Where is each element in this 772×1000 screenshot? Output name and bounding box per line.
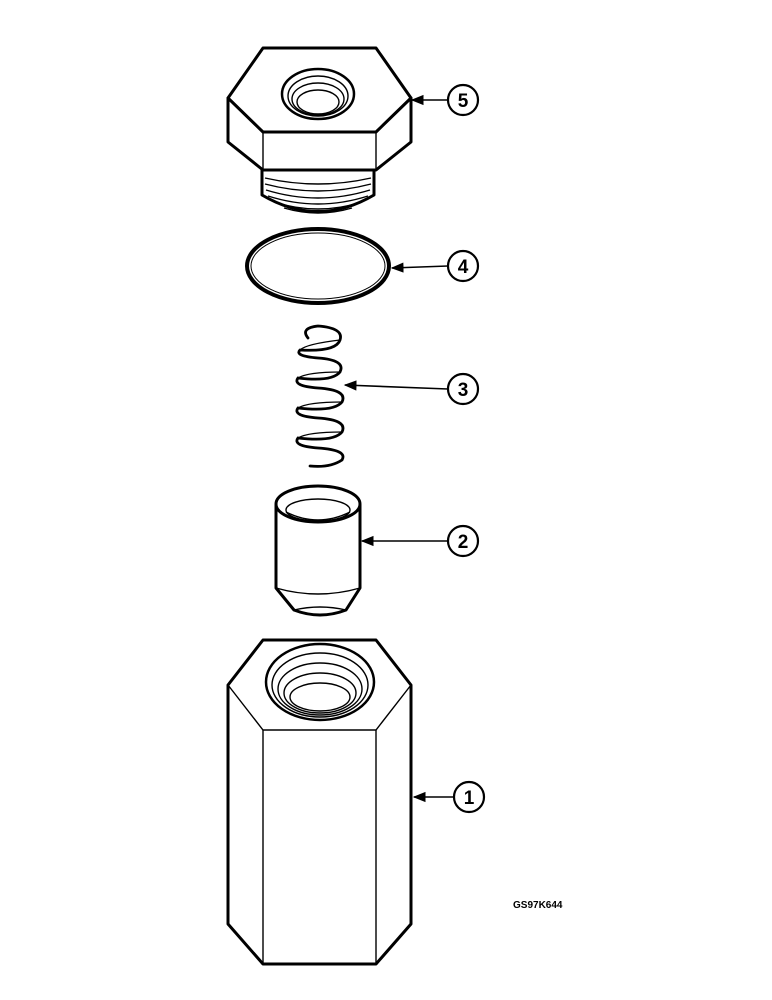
svg-text:1: 1	[464, 788, 475, 809]
leader-3	[343, 380, 449, 391]
spring	[295, 324, 345, 468]
callout-3: 3	[446, 372, 480, 406]
svg-text:5: 5	[458, 91, 469, 112]
svg-text:2: 2	[458, 532, 469, 553]
callout-5: 5	[446, 83, 480, 117]
svg-text:4: 4	[458, 257, 469, 278]
callout-2: 2	[446, 524, 480, 558]
plug-threads	[264, 177, 372, 214]
body-bore-threads	[271, 652, 369, 718]
hex-plug	[226, 46, 413, 214]
leader-4	[390, 262, 449, 273]
drawing-code: GS97K644	[513, 900, 563, 911]
valve-body	[226, 638, 413, 966]
callout-1: 1	[452, 780, 486, 814]
poppet	[274, 484, 362, 617]
o-ring	[245, 227, 391, 305]
callout-4: 4	[446, 249, 480, 283]
svg-text:3: 3	[458, 380, 469, 401]
plug-bore-threads	[287, 75, 349, 117]
